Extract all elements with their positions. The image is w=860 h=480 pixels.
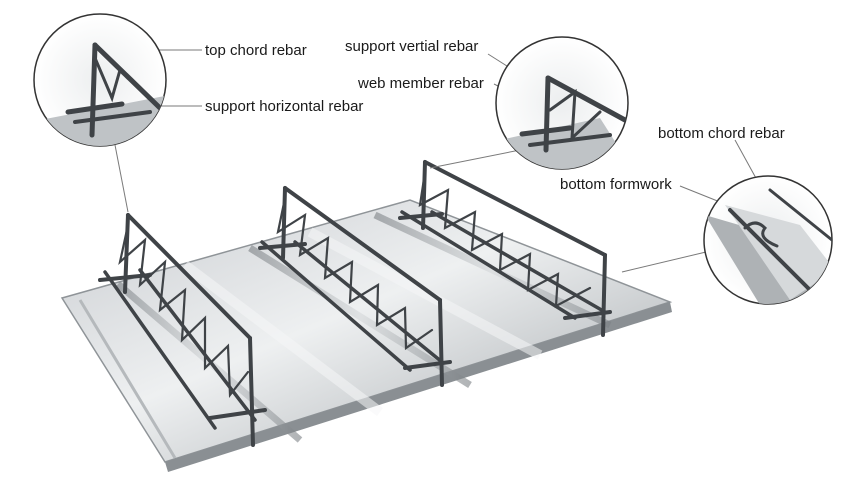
bottom-chord-rebar — [293, 240, 444, 364]
web-member-rebar — [276, 196, 434, 351]
support-vertical-rebar — [438, 298, 444, 387]
label-top-chord-rebar: top chord rebar — [205, 42, 307, 59]
web-member-rebar — [418, 170, 592, 308]
label-bottom-formwork: bottom formwork — [560, 176, 672, 193]
top-chord-rebar — [423, 160, 607, 257]
truss-1 — [98, 213, 267, 447]
support-vertical-rebar — [601, 253, 607, 337]
support-vertical-rebar — [248, 336, 255, 447]
truss-3 — [398, 160, 612, 337]
label-web-member-rebar: web member rebar — [358, 75, 484, 92]
support-horizontal-rebar — [563, 310, 612, 320]
detail-circle-top-left — [33, 13, 167, 147]
detail-circle-right — [703, 175, 833, 305]
top-chord-rebar — [283, 186, 442, 302]
support-horizontal-rebar — [258, 242, 307, 250]
truss-2 — [258, 186, 452, 387]
label-support-vertical-rebar: support vertial rebar — [345, 38, 479, 55]
support-horizontal-rebar — [398, 212, 444, 220]
label-support-horizontal-rebar: support horizontal rebar — [205, 98, 364, 115]
top-chord-rebar — [126, 213, 252, 340]
support-horizontal-rebar — [403, 360, 452, 370]
web-member-rebar — [118, 223, 250, 399]
label-bottom-chord-rebar: bottom chord rebar — [658, 125, 785, 142]
bottom-chord-rebar — [138, 268, 257, 422]
bottom-chord-rebar — [400, 210, 577, 320]
bottom-chord-rebar — [103, 270, 217, 430]
detail-circle-top-right — [495, 36, 629, 170]
bottom-chord-rebar — [260, 240, 412, 372]
support-horizontal-rebar — [208, 408, 267, 420]
